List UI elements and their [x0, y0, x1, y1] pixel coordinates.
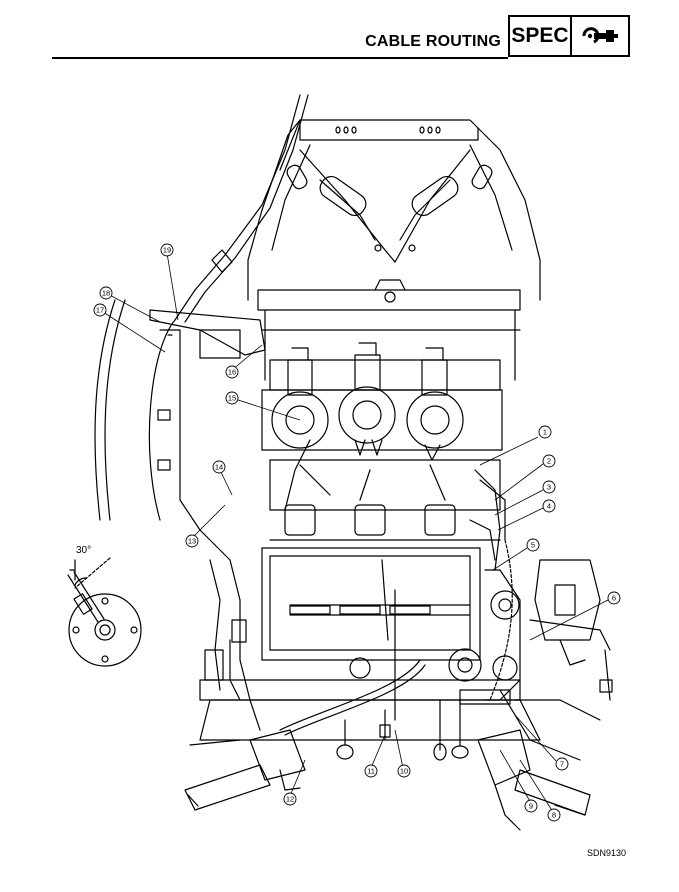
callout-number: 8 [552, 811, 556, 820]
callout-11 [364, 764, 378, 778]
callout-7 [555, 757, 569, 771]
callout-number: 11 [367, 767, 375, 776]
callout-18 [99, 286, 113, 300]
callout-number: 9 [529, 802, 533, 811]
wrench-icon [582, 27, 618, 44]
callout-15 [225, 391, 239, 405]
callout-12 [283, 792, 297, 806]
callout-number: 15 [228, 394, 236, 403]
callout-10 [397, 764, 411, 778]
callout-8 [547, 808, 561, 822]
callout-1 [538, 425, 552, 439]
callout-2 [542, 454, 556, 468]
callout-number: 5 [531, 541, 535, 550]
callout-number: 3 [547, 483, 551, 492]
drawing-code: SDN9130 [587, 848, 627, 858]
callout-number: 1 [543, 428, 547, 437]
callout-number: 13 [188, 537, 196, 546]
callout-number: 12 [286, 795, 294, 804]
callout-4 [542, 499, 556, 513]
callout-9 [524, 799, 538, 813]
callout-17 [93, 303, 107, 317]
callout-16 [225, 365, 239, 379]
callout-number: 18 [102, 289, 110, 298]
callout-number: 6 [612, 594, 616, 603]
header-rule [52, 57, 508, 59]
cylinder-heads [271, 342, 464, 461]
callout-number: 7 [560, 760, 564, 769]
callout-number: 17 [96, 306, 104, 315]
callout-3 [542, 480, 556, 494]
callout-number: 10 [400, 767, 408, 776]
callout-number: 16 [228, 368, 236, 377]
callout-6 [607, 591, 621, 605]
callout-number: 4 [547, 502, 551, 511]
page-title: CABLE ROUTING [365, 33, 501, 50]
callout-number: 19 [163, 246, 171, 255]
bar-holes [335, 126, 441, 134]
callout-19 [160, 243, 174, 257]
callout-14 [212, 460, 226, 474]
section-icon-box [570, 15, 630, 57]
angle-label: 30° [76, 545, 91, 556]
callout-5 [526, 538, 540, 552]
callout-number: 14 [215, 463, 223, 472]
callout-number: 2 [547, 457, 551, 466]
inset-detail [67, 557, 142, 667]
callout-13 [185, 534, 199, 548]
